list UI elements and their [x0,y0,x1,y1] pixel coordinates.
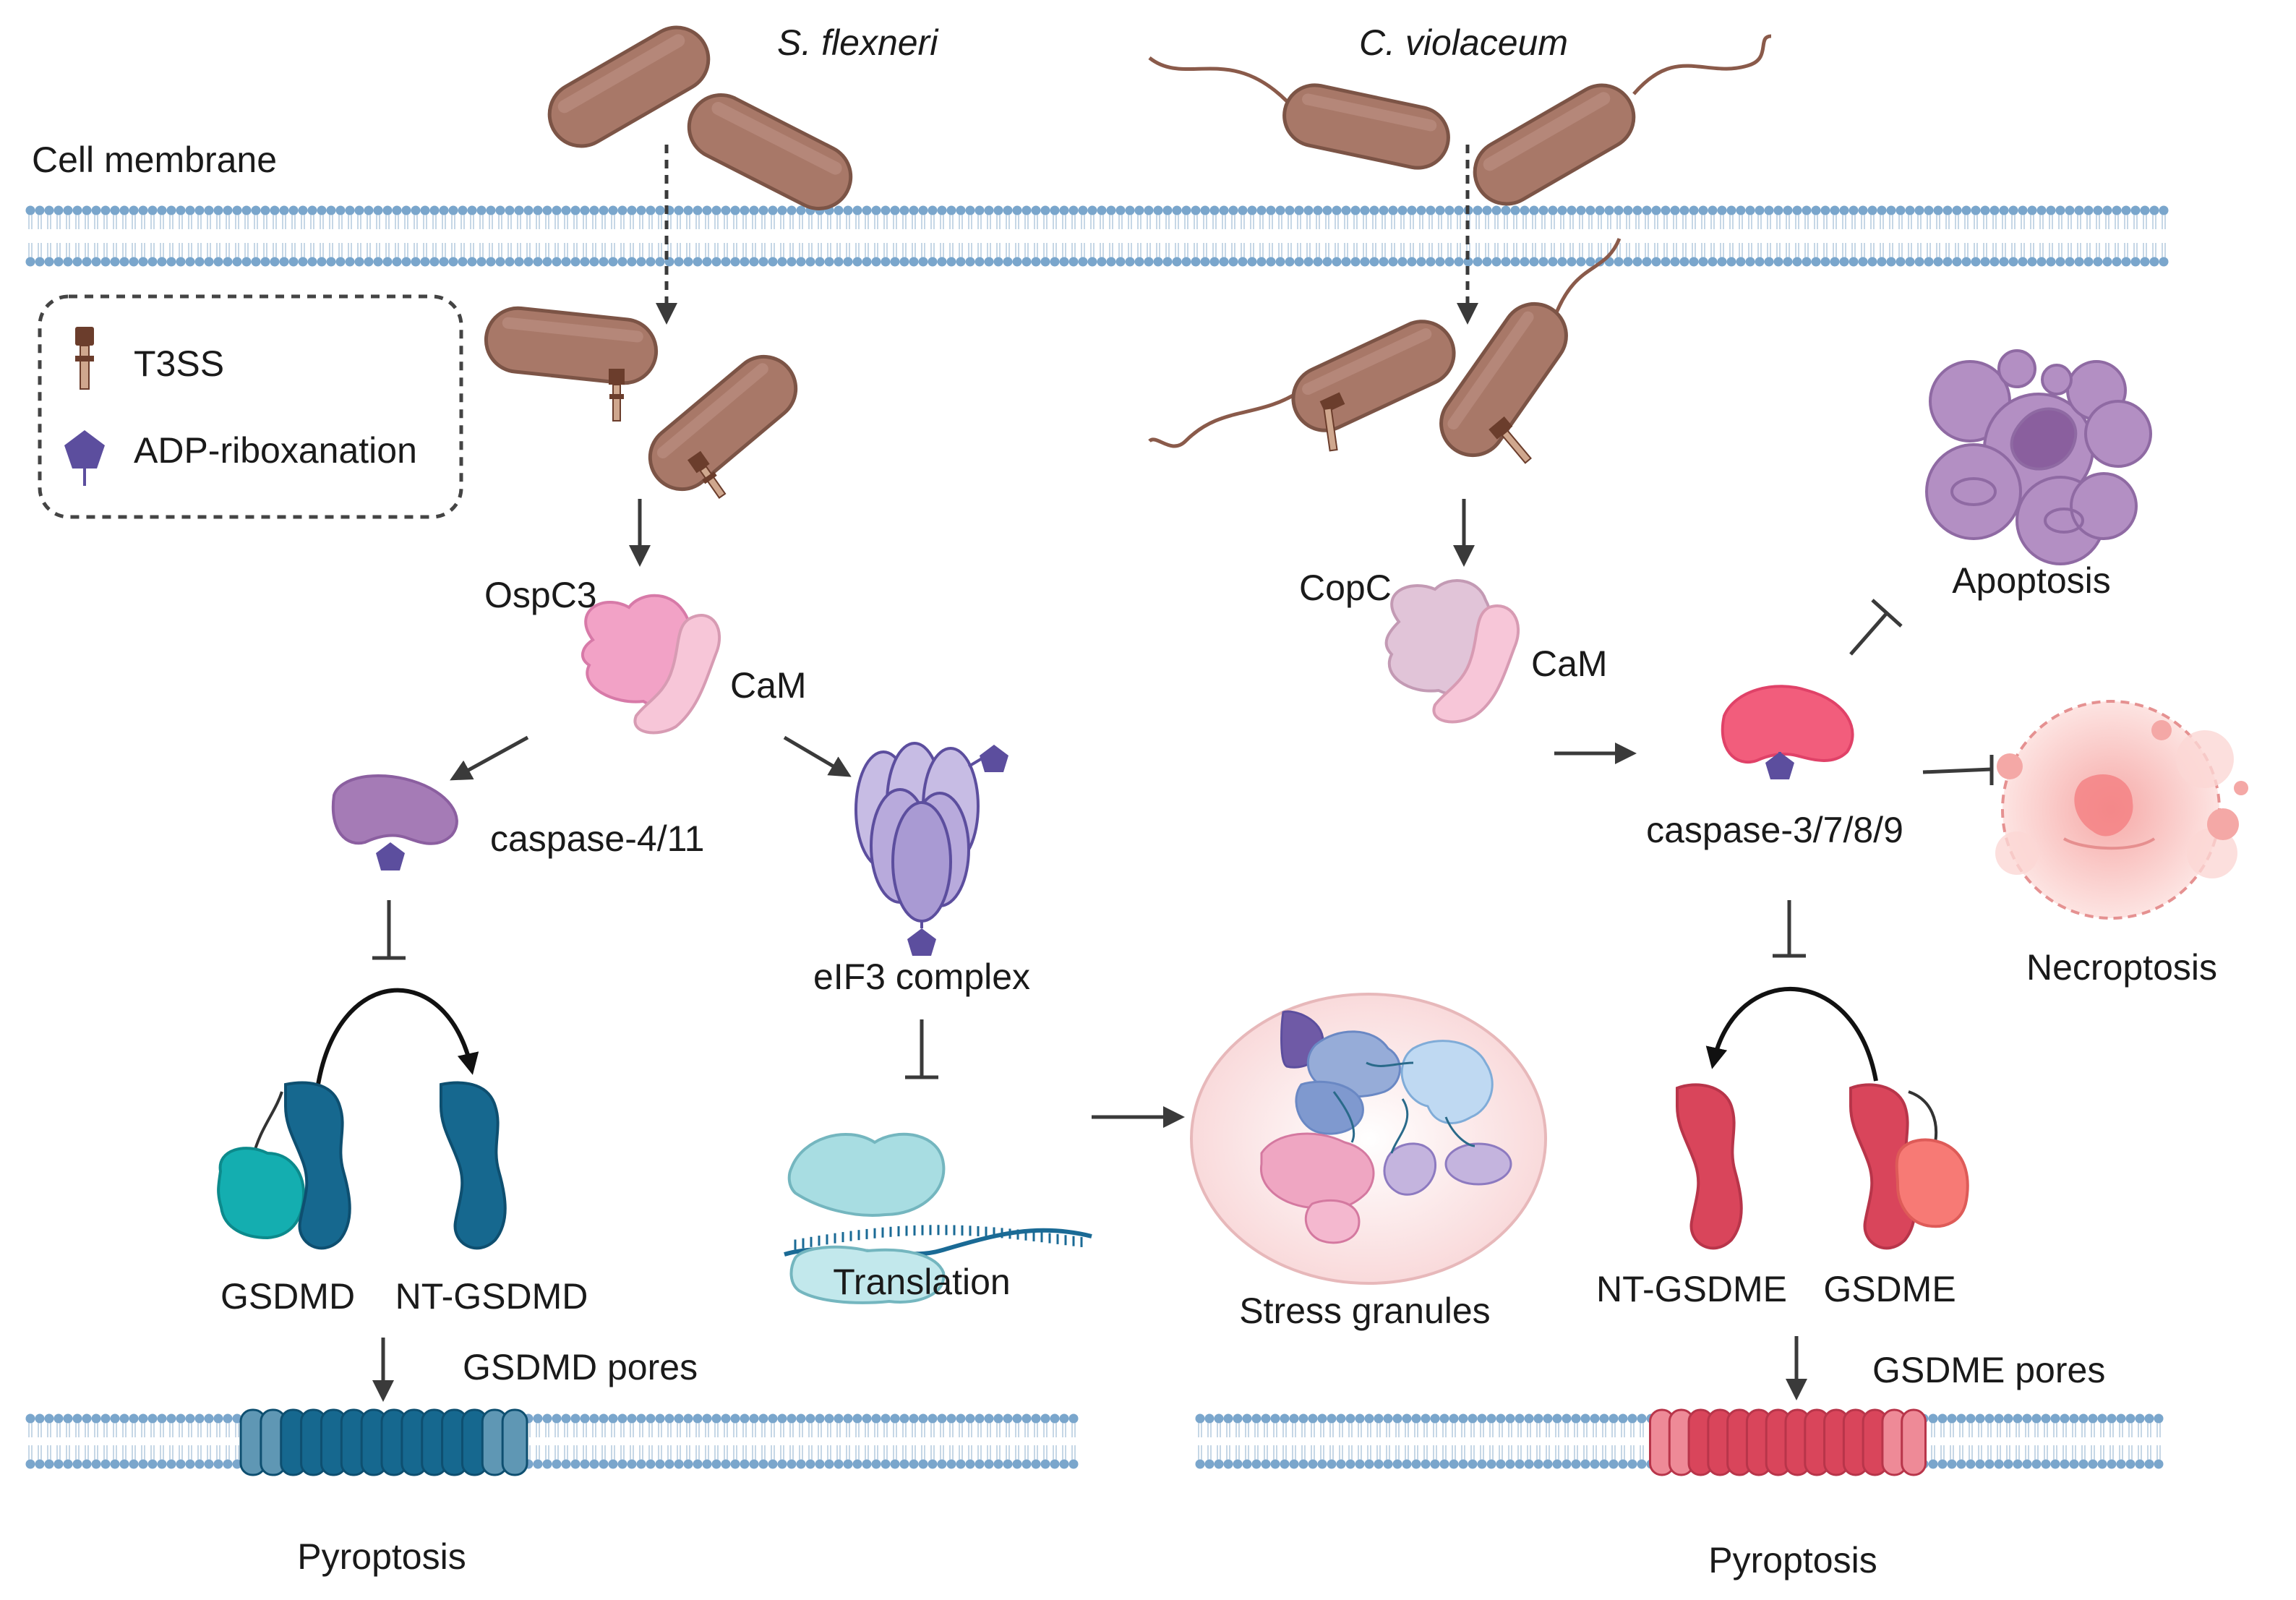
caspase-3-7-8-9-label: caspase-3/7/8/9 [1646,810,1903,850]
cell-membrane-top [25,205,2169,267]
necroptotic-cell [1995,700,2248,920]
apoptosis-label: Apoptosis [1952,560,2111,601]
adp-riboxanation-icon [1765,752,1794,779]
nt-gsdme-protein [1676,1083,1743,1250]
s-flexneri-bacterium-2 [687,93,853,211]
caspase-4-11-protein [331,774,458,870]
arrows [372,145,1807,1402]
t3ss-icon [1488,416,1532,464]
s-flexneri-internalized-2 [648,354,798,499]
copc-cam-complex [1384,579,1520,724]
pyroptosis-label-right: Pyroptosis [1708,1540,1877,1580]
adp-riboxanation-icon [980,745,1008,772]
cleavage-arrow-gsdmd [316,988,479,1085]
t3ss-icon [75,327,94,390]
c-violaceum-internalized-2 [1439,238,1622,464]
legend-box: T3SS ADP-riboxanation [38,294,463,519]
legend-adp-label: ADP-riboxanation [134,430,417,471]
c-violaceum-label: C. violaceum [1359,22,1568,63]
gsdme-protein [1849,1083,1969,1250]
stress-granule [1190,993,1547,1285]
ribosome-mrna [784,1132,1092,1304]
cleavage-arrow-gsdme [1705,987,1878,1082]
t3ss-icon [1319,392,1345,452]
gsdme-pore [1649,1408,1927,1476]
cam-label-right: CaM [1531,643,1608,684]
eif3-complex [854,742,1008,956]
copc-label: CopC [1299,568,1392,608]
adp-riboxanation-icon [376,842,405,870]
apoptotic-cell [1925,349,2152,565]
translation-label: Translation [833,1262,1010,1302]
adp-riboxanation-icon [907,928,936,956]
t3ss-icon [609,369,625,422]
c-violaceum-internalized-1 [1148,320,1456,452]
c-violaceum-bacterium-1 [1148,56,1450,170]
c-violaceum-bacterium-2 [1473,34,1772,206]
inhibition-symbols [372,599,1994,1079]
caspase-4-11-label: caspase-4/11 [490,818,704,859]
nt-gsdmd-protein [440,1081,507,1250]
gsdme-label: GSDME [1823,1269,1956,1309]
stress-granules-label: Stress granules [1239,1291,1490,1331]
pyroptosis-label-left: Pyroptosis [297,1536,466,1577]
necroptosis-label: Necroptosis [2026,947,2217,988]
mrna-codons [794,1225,1083,1250]
cell-membrane-label: Cell membrane [32,140,277,180]
s-flexneri-internalized-1 [484,306,659,422]
gsdmd-pore [239,1408,528,1476]
s-flexneri-bacterium-1 [547,25,711,148]
gsdmd-pores-label: GSDMD pores [463,1347,698,1387]
gsdmd-protein [217,1081,351,1250]
cam-label-left: CaM [730,665,807,706]
cell-membrane-bottom-left [25,1413,1079,1469]
nt-gsdmd-label: NT-GSDMD [395,1276,588,1317]
gsdmd-label: GSDMD [220,1276,355,1317]
s-flexneri-label: S. flexneri [777,22,939,63]
ospc3-label: OspC3 [484,575,597,615]
gsdme-pores-label: GSDME pores [1872,1350,2105,1390]
nt-gsdme-label: NT-GSDME [1596,1269,1787,1309]
adp-riboxanation-icon [64,430,105,486]
t3ss-icon [687,450,727,499]
ospc3-cam-complex [581,594,721,735]
eif3-complex-label: eIF3 complex [813,957,1030,997]
legend-t3ss-label: T3SS [134,343,224,384]
caspase-3-7-8-9-protein [1721,685,1854,779]
